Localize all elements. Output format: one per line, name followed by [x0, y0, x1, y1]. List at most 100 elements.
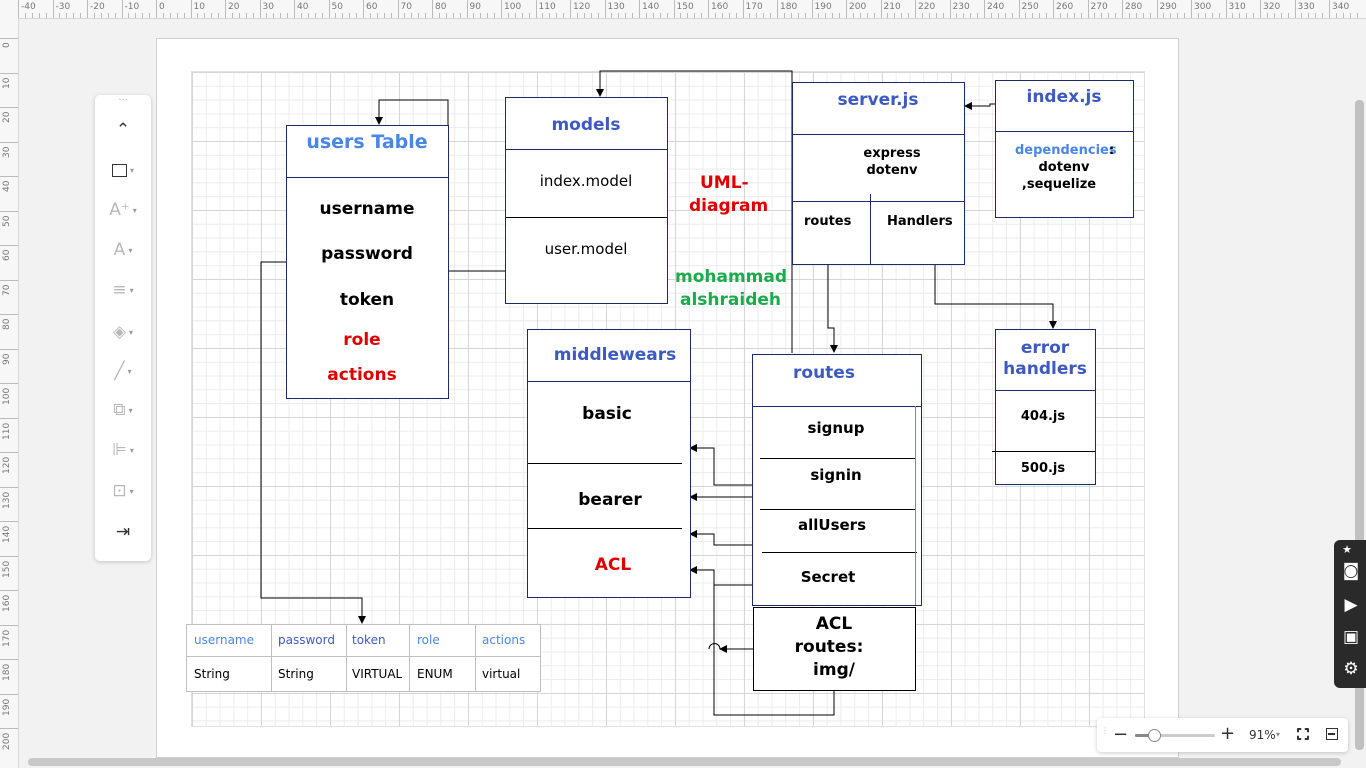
- ruler-tick: [0, 314, 18, 315]
- ruler-minor-tick: [583, 13, 585, 18]
- zoom-slider-handle[interactable]: [1148, 729, 1161, 742]
- users-field-actions: actions: [327, 365, 397, 385]
- middleware-acl: ACL: [594, 555, 632, 575]
- routes-box[interactable]: [752, 354, 922, 606]
- middlewares-box[interactable]: [527, 329, 691, 598]
- ruler-tick: [639, 0, 640, 18]
- zoom-in-button[interactable]: +: [1220, 723, 1236, 744]
- ruler-minor-tick: [404, 13, 406, 18]
- divider: [287, 177, 448, 178]
- models-item-index: index.model: [539, 172, 633, 190]
- shape-tool-button[interactable]: ▾: [103, 155, 143, 185]
- ruler-tick-label: 250: [1021, 2, 1039, 12]
- ruler-minor-tick: [1011, 13, 1013, 18]
- divider: [753, 406, 921, 407]
- users-table-box[interactable]: [286, 125, 449, 399]
- arrange-button[interactable]: ⧉▾: [103, 395, 143, 425]
- ruler-tick: [604, 0, 606, 18]
- table-divider: [475, 625, 476, 691]
- ruler-minor-tick: [901, 13, 903, 18]
- ruler-minor-tick: [459, 13, 461, 18]
- distribute-icon: ⊡: [112, 481, 127, 501]
- exit-icon: ⇥: [115, 522, 131, 542]
- align-button[interactable]: ⊫▾: [103, 435, 143, 465]
- ruler-minor-tick: [1211, 13, 1213, 18]
- font-button[interactable]: A▾: [103, 235, 143, 265]
- ruler-minor-tick: [997, 13, 999, 18]
- ruler-tick: [984, 0, 985, 18]
- vertical-scrollbar[interactable]: [1355, 100, 1364, 750]
- text-add-button[interactable]: A⁺▾: [103, 195, 143, 225]
- ruler-tick: [0, 693, 18, 695]
- distribute-button[interactable]: ⊡▾: [103, 476, 143, 506]
- drag-handle-icon[interactable]: ⋮: [1101, 726, 1109, 735]
- ruler-tick: [0, 107, 18, 108]
- error-handlers-box[interactable]: [992, 329, 1096, 485]
- ruler-tick-label: 20: [228, 2, 240, 12]
- server-box[interactable]: [792, 82, 965, 265]
- ruler-tick-label: -30: [55, 2, 71, 12]
- ruler-minor-tick: [908, 13, 910, 18]
- pin-icon[interactable]: ★: [1342, 542, 1352, 556]
- ruler-tick: [0, 210, 18, 212]
- line-style-button[interactable]: ╱▾: [103, 356, 143, 386]
- ruler-minor-tick: [928, 13, 930, 18]
- ruler-tick: [0, 659, 18, 660]
- ruler-minor-tick: [1080, 13, 1082, 18]
- chevron-down-icon: ▾: [129, 445, 134, 455]
- ruler-tick: [0, 176, 18, 177]
- divider: [870, 194, 871, 264]
- ruler-tick: [673, 0, 675, 18]
- ruler-tick-label: 270: [1090, 2, 1108, 12]
- align-text-button[interactable]: ≡▾: [103, 275, 143, 305]
- fullscreen-icon[interactable]: [1297, 728, 1309, 740]
- zoom-level[interactable]: 91%: [1249, 728, 1276, 742]
- exit-button[interactable]: ⇥: [103, 517, 143, 547]
- settings-icon[interactable]: ⚙: [1343, 659, 1359, 679]
- video-icon[interactable]: ▶: [1344, 595, 1358, 615]
- ruler-tick: [535, 0, 537, 18]
- drag-handle-icon[interactable]: ···: [118, 95, 128, 106]
- camera-icon[interactable]: ◙: [1342, 561, 1360, 581]
- ruler-minor-tick: [625, 13, 627, 18]
- ruler-minor-tick: [1356, 13, 1358, 18]
- ruler-tick: [880, 0, 882, 18]
- routes-title: routes: [793, 363, 855, 383]
- zoom-slider-track[interactable]: [1135, 734, 1215, 737]
- server-title: server.js: [837, 90, 919, 110]
- schema-value-token: VIRTUAL: [352, 667, 403, 681]
- ruler-minor-tick: [866, 13, 868, 18]
- horizontal-scrollbar[interactable]: [28, 758, 1341, 766]
- ruler-minor-tick: [783, 13, 785, 18]
- collapse-icon[interactable]: ⌃: [115, 120, 131, 140]
- fit-width-icon[interactable]: [1326, 728, 1338, 740]
- shape-icon: [111, 163, 127, 177]
- chevron-down-icon: ▾: [132, 205, 137, 215]
- index-box[interactable]: [995, 80, 1134, 218]
- divider: [506, 149, 667, 150]
- ruler-tick-label: 40: [297, 2, 309, 12]
- index-dep-colon: :: [1109, 143, 1115, 158]
- ruler-minor-tick: [728, 13, 730, 18]
- ruler-minor-tick: [556, 13, 558, 18]
- gallery-icon[interactable]: ▣: [1342, 627, 1360, 647]
- ruler-tick-label: 280: [1125, 2, 1143, 12]
- ruler-tick-label: 260: [1056, 2, 1074, 12]
- zoom-out-button[interactable]: −: [1113, 724, 1129, 745]
- ruler-minor-tick: [218, 13, 220, 18]
- schema-header-username: username: [194, 633, 254, 647]
- ruler-tick: [0, 348, 18, 350]
- ruler-tick-label: 100: [504, 2, 522, 12]
- ruler-minor-tick: [197, 13, 199, 18]
- ruler-tick: [466, 0, 468, 18]
- fill-button[interactable]: ◈▾: [103, 317, 143, 347]
- models-box[interactable]: [505, 97, 668, 304]
- ruler-minor-tick: [480, 13, 482, 18]
- ruler-minor-tick: [245, 13, 247, 18]
- ruler-tick: [0, 417, 18, 419]
- acl-routes-box[interactable]: [753, 607, 916, 691]
- ruler-tick-label: 120: [573, 2, 591, 12]
- ruler-minor-tick: [1315, 13, 1317, 18]
- ruler-minor-tick: [687, 13, 689, 18]
- schema-table[interactable]: [186, 624, 541, 692]
